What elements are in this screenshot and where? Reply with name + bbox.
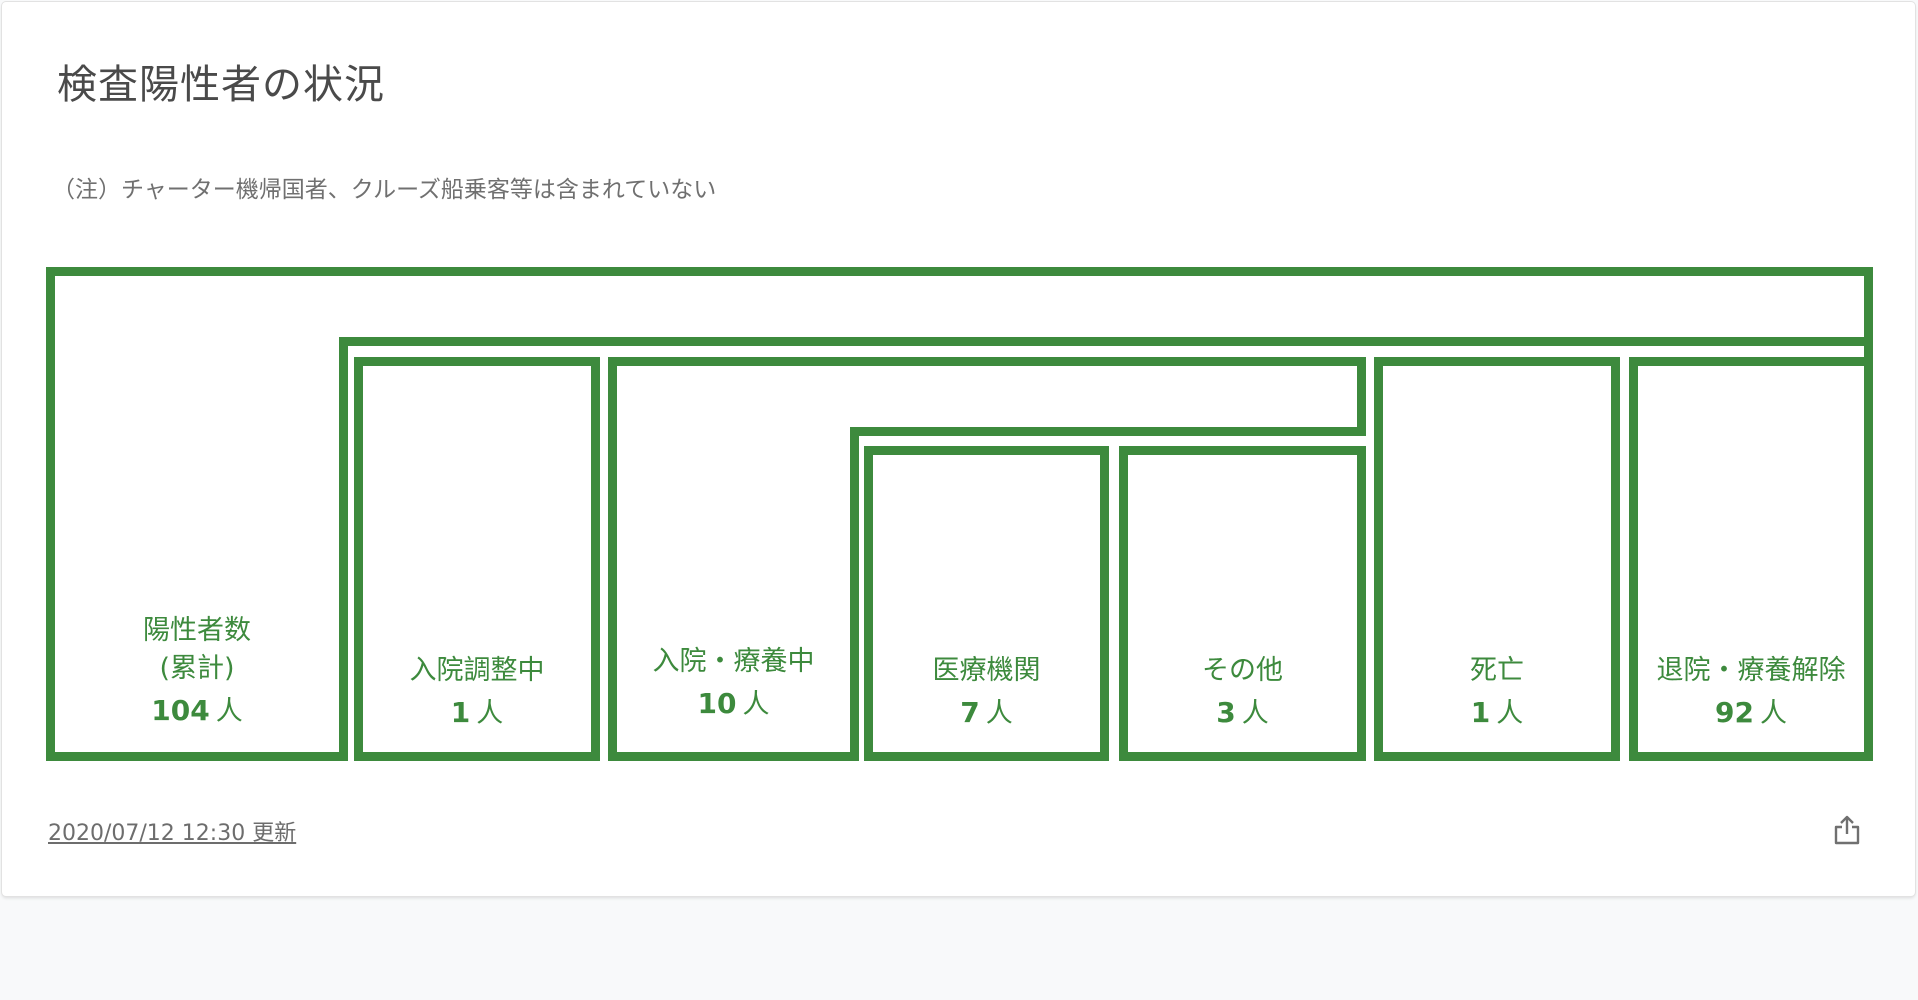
node-death-label: 死亡 [1470,655,1524,686]
node-positive-unit: 人 [215,696,243,727]
box-positive-step-v [339,337,348,761]
node-adjusting-label: 入院調整中 [409,655,545,686]
node-death-unit: 人 [1496,698,1524,729]
node-discharged-label: 退院・療養解除 [1656,655,1846,686]
node-other-value: 3 [1216,696,1236,729]
card-title: 検査陽性者の状況 [57,62,385,108]
node-medical-label: 医療機関 [932,655,1041,686]
node-positive-value: 104 [151,694,210,727]
box-positive-step-h [339,337,1873,346]
node-positive-label-1: 陽性者数 [143,615,251,646]
node-medical-value: 7 [960,696,980,729]
node-hospitalized-unit: 人 [742,689,770,720]
node-adjusting-value: 1 [450,696,471,729]
box-hospitalized-step-v [850,427,859,761]
share-icon [1834,815,1860,845]
box-hospitalized-step-h [850,427,1366,436]
node-other-unit: 人 [1241,698,1269,729]
node-adjusting-unit: 人 [476,698,504,729]
node-positive-label-2: (累計) [159,653,235,684]
node-hospitalized-label: 入院・療養中 [652,646,815,677]
status-card: 検査陽性者の状況 （注）チャーター機帰国者、クルーズ船乗客等は含まれていない 陽… [2,2,1915,896]
node-discharged-value: 92 [1715,696,1754,729]
card-note: （注）チャーター機帰国者、クルーズ船乗客等は含まれていない [52,177,717,203]
node-hospitalized-value: 10 [697,687,737,720]
node-medical-unit: 人 [985,698,1013,729]
node-discharged-unit: 人 [1759,698,1787,729]
share-button[interactable] [1832,814,1862,846]
updated-timestamp-link[interactable]: 2020/07/12 12:30 更新 [48,821,297,846]
node-other-label: その他 [1202,655,1283,686]
node-death-value: 1 [1470,696,1491,729]
